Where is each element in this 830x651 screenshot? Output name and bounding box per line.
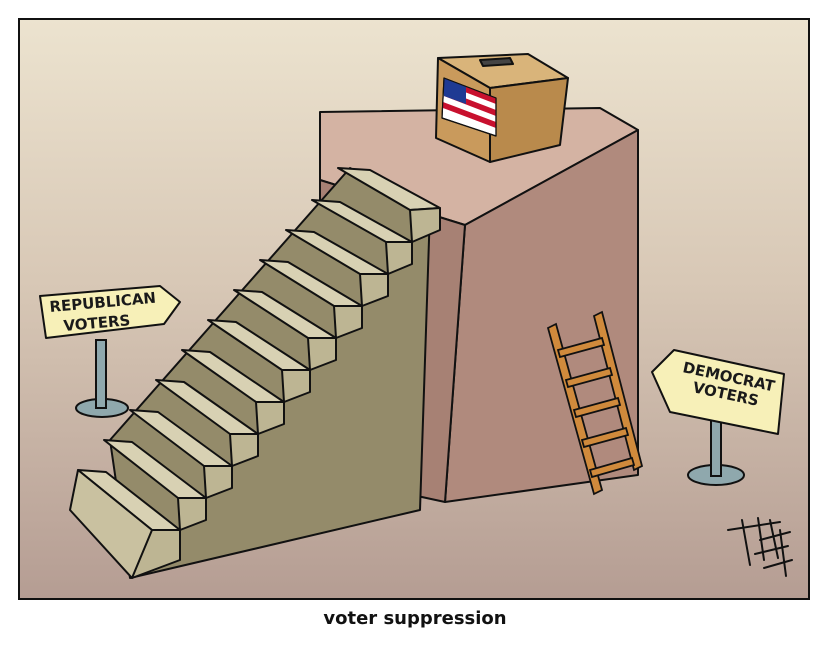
cartoon-illustration: REPUBLICAN VOTERS DEMOCRAT VOTERS	[20, 20, 808, 598]
ladder-icon	[546, 310, 644, 496]
republican-sign-line2: VOTERS	[63, 311, 131, 335]
ballot-box-icon	[435, 53, 569, 163]
artist-signature	[727, 517, 793, 577]
us-flag-icon	[441, 77, 497, 137]
democrat-voters-sign: DEMOCRAT VOTERS	[651, 349, 785, 486]
cartoon-frame: REPUBLICAN VOTERS DEMOCRAT VOTERS	[18, 18, 810, 600]
cartoon-caption: voter suppression	[323, 608, 507, 629]
staircase-icon	[69, 167, 441, 579]
republican-voters-sign: REPUBLICAN VOTERS	[39, 285, 181, 418]
